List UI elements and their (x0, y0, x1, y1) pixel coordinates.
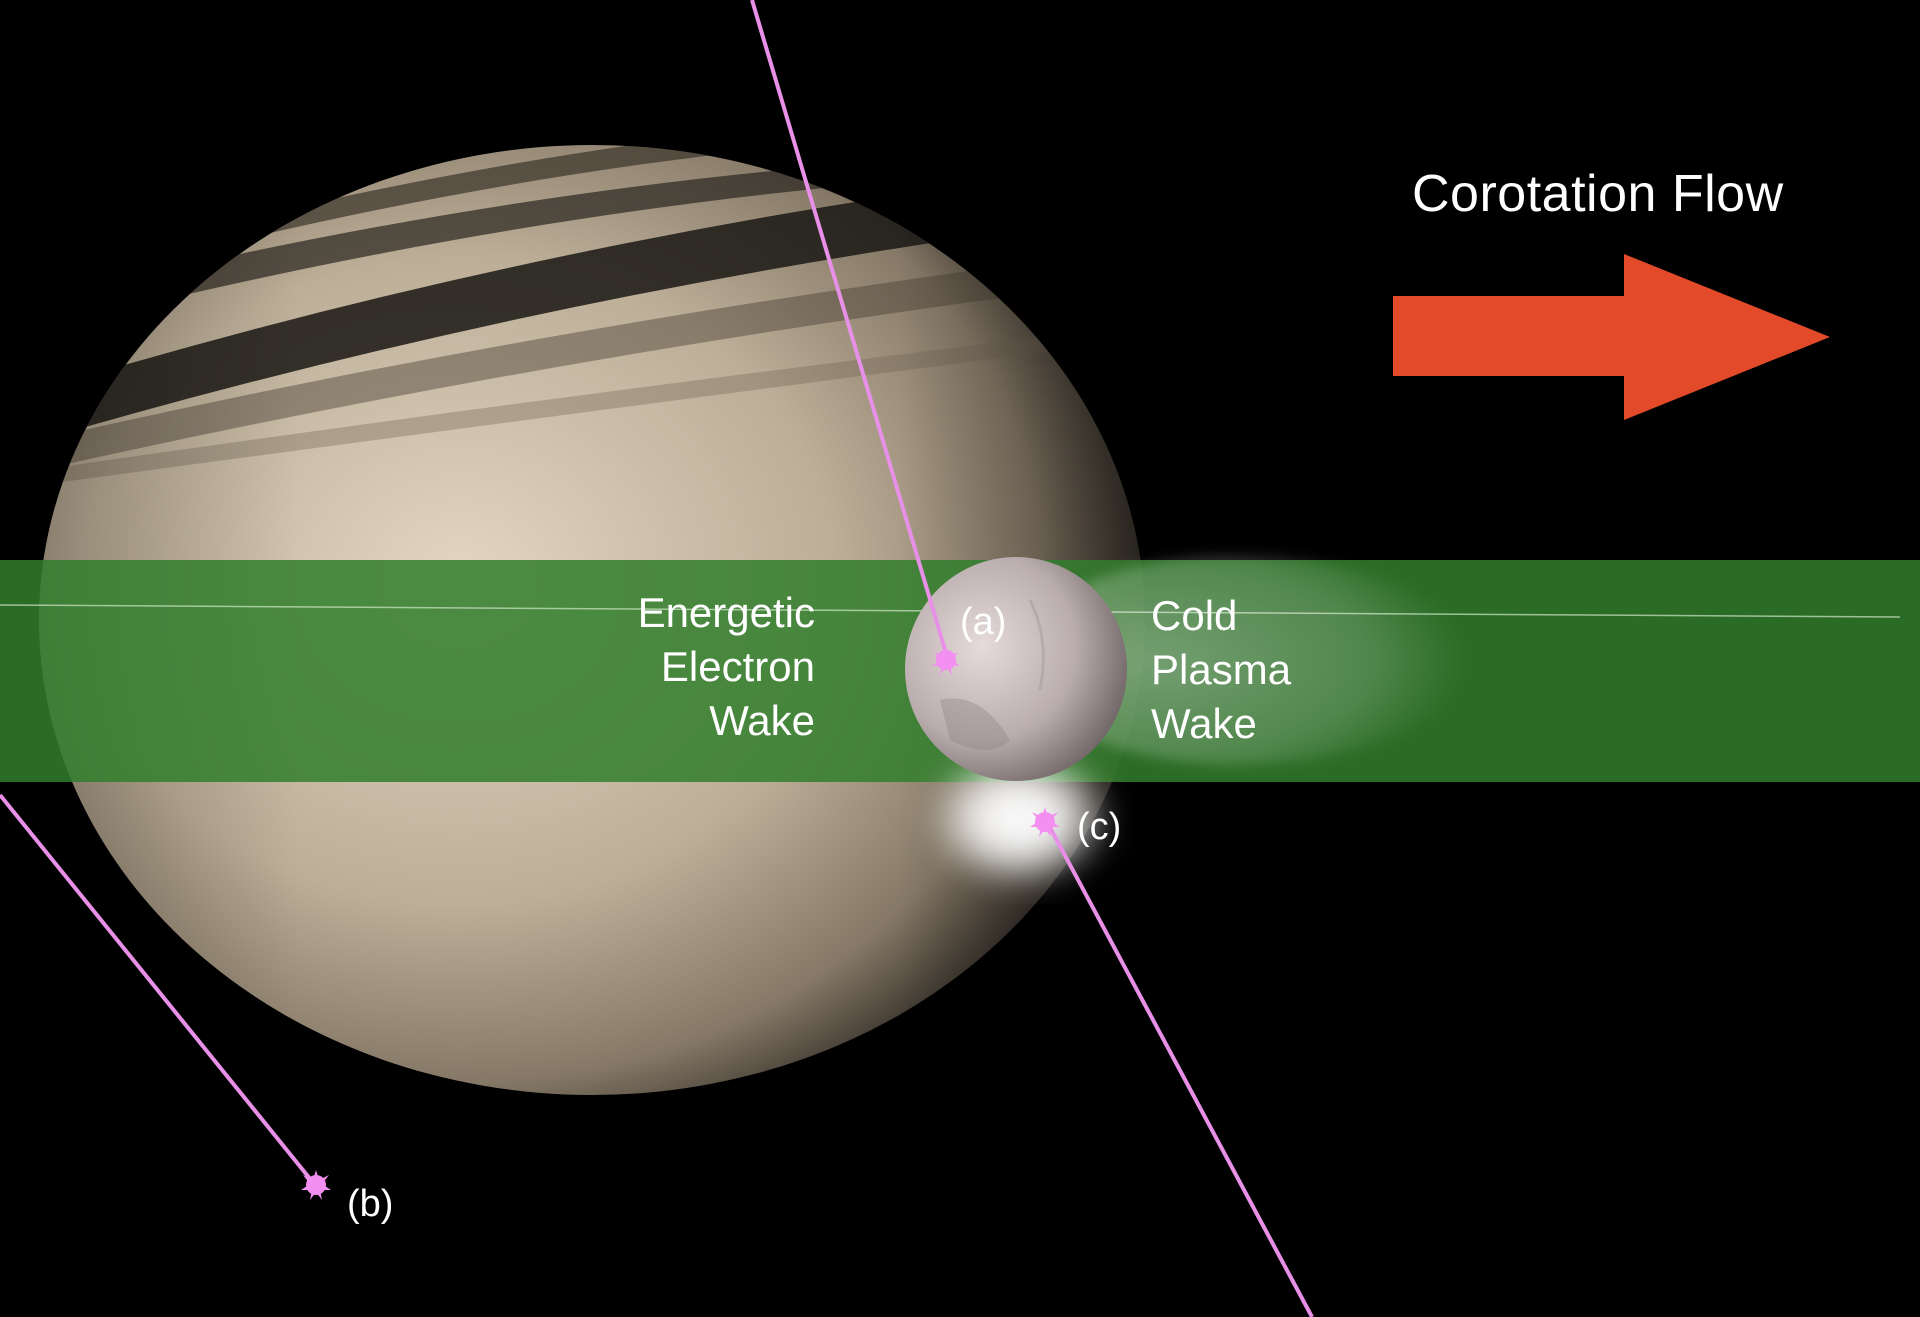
cold-plasma-wake-label: Cold Plasma Wake (1151, 589, 1291, 751)
trajectory-c (1044, 819, 1314, 1317)
wake-label-line: Wake (1151, 700, 1257, 747)
wake-label-line: Cold (1151, 592, 1238, 639)
wake-label-line: Electron (660, 643, 815, 690)
moon-enceladus (905, 557, 1127, 781)
wake-label-line: Energetic (637, 589, 815, 636)
trajectory-b (0, 793, 317, 1187)
marker-c-star (1030, 807, 1060, 837)
marker-b-label: (b) (347, 1183, 394, 1225)
cold-plasma-wake-glow (1015, 555, 1465, 765)
trajectory-a (750, 0, 950, 661)
moon-glow (925, 746, 1115, 890)
marker-c-label: (c) (1077, 806, 1122, 848)
wake-label-line: Wake (709, 697, 815, 744)
wake-label-line: Plasma (1151, 646, 1292, 693)
marker-b-star (301, 1170, 331, 1200)
marker-a-label: (a) (960, 601, 1007, 643)
marker-a-star (932, 646, 960, 675)
corotation-flow-title: Corotation Flow (1412, 165, 1784, 223)
energetic-electron-wake-label: Energetic Electron Wake (638, 586, 815, 748)
corotation-flow-arrow (1393, 254, 1830, 420)
